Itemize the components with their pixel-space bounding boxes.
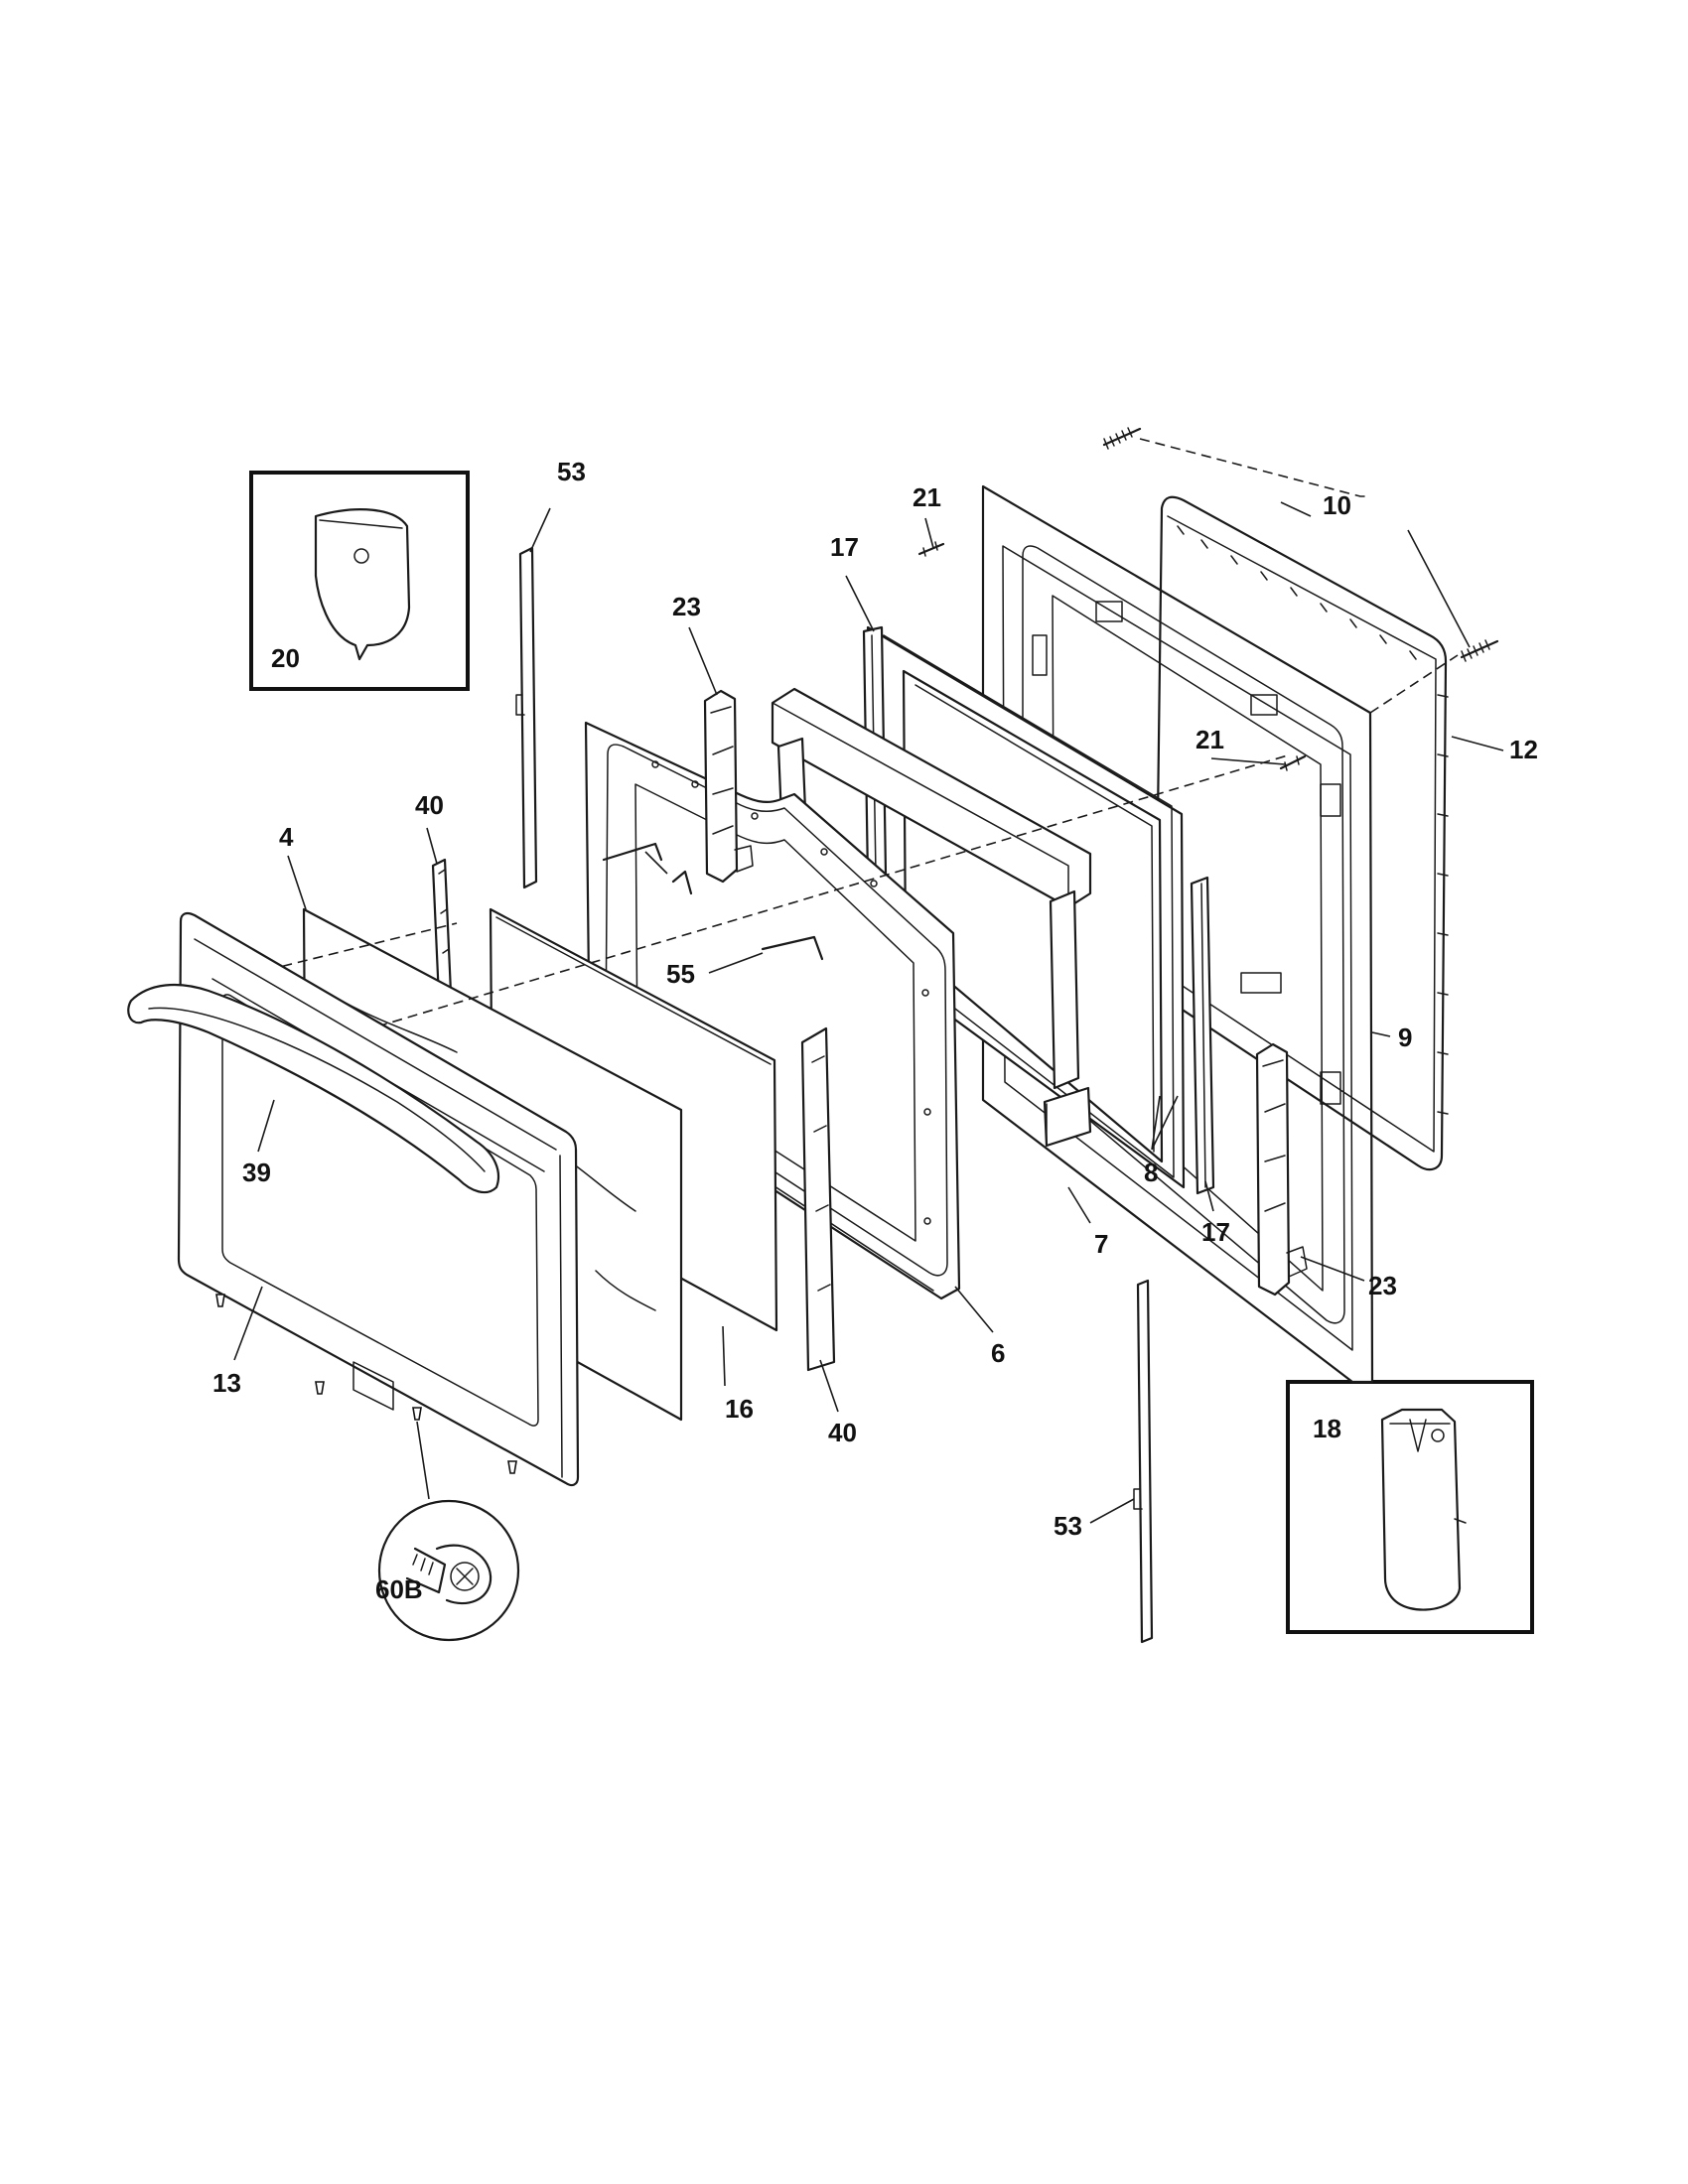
door-handle-39 — [127, 983, 500, 1194]
callout-7: 7 — [1094, 1229, 1108, 1259]
callout-40-top: 40 — [415, 790, 444, 820]
callout-21-top: 21 — [913, 482, 941, 512]
callout-17-bottom: 17 — [1201, 1217, 1230, 1247]
callout-40-bottom: 40 — [828, 1418, 857, 1447]
callout-13: 13 — [212, 1368, 241, 1398]
callout-20: 20 — [271, 643, 300, 673]
inset-part-18 — [1286, 1380, 1534, 1634]
screws-10 — [1102, 427, 1499, 662]
callout-21-mid: 21 — [1196, 725, 1224, 754]
trim-strip-53-top — [515, 546, 538, 889]
trim-strip-53-bottom — [1133, 1279, 1154, 1644]
callout-17-top: 17 — [830, 532, 859, 562]
callout-10: 10 — [1323, 490, 1351, 520]
leader-lines — [233, 501, 1504, 1524]
callout-labels: 53 20 21 10 17 23 21 12 40 4 55 9 39 8 7… — [212, 457, 1538, 1604]
side-bracket-40-top — [431, 858, 453, 1001]
clip-21 — [917, 541, 1307, 771]
brackets-55 — [602, 842, 824, 961]
callout-16: 16 — [725, 1394, 754, 1424]
callout-8: 8 — [1144, 1158, 1158, 1187]
screw-detail-60b — [377, 1421, 520, 1642]
channel-17-bottom — [1190, 876, 1215, 1195]
inset-part-20 — [249, 471, 470, 691]
callout-23-top: 23 — [672, 592, 701, 621]
hinge-23-top — [703, 689, 754, 884]
callout-23-bottom: 23 — [1368, 1271, 1397, 1300]
callout-39: 39 — [242, 1158, 271, 1187]
callout-53-bottom: 53 — [1054, 1511, 1082, 1541]
callout-60b: 60B — [375, 1574, 423, 1604]
callout-53-top: 53 — [557, 457, 586, 486]
callout-18: 18 — [1313, 1414, 1341, 1443]
callout-6: 6 — [991, 1338, 1005, 1368]
callout-4: 4 — [279, 822, 294, 852]
screws-front — [215, 1294, 517, 1474]
callout-12: 12 — [1509, 735, 1538, 764]
side-bracket-40-bottom — [800, 1026, 836, 1372]
callout-55: 55 — [666, 959, 695, 989]
callout-9: 9 — [1398, 1023, 1412, 1052]
